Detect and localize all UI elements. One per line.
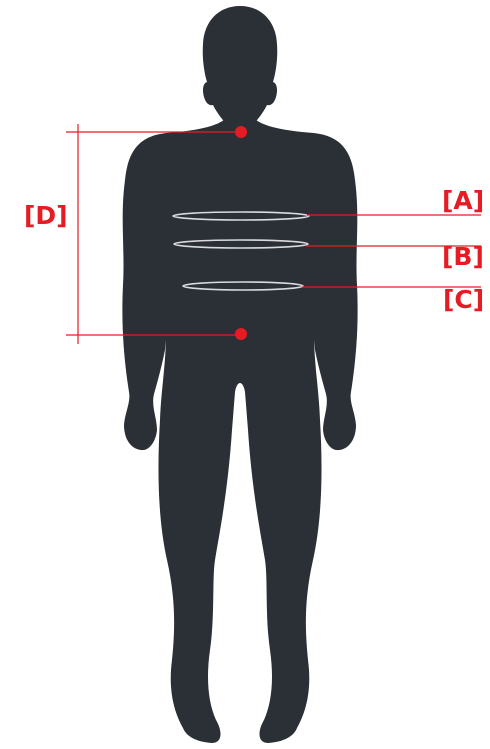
point-hip (235, 328, 247, 340)
human-silhouette (122, 6, 357, 743)
label-c: [C] (443, 287, 484, 312)
head-shape (203, 6, 278, 124)
label-d: [D] (24, 203, 68, 228)
label-a: [A] (442, 188, 484, 213)
point-neck-base (235, 126, 247, 138)
label-b: [B] (442, 244, 484, 269)
